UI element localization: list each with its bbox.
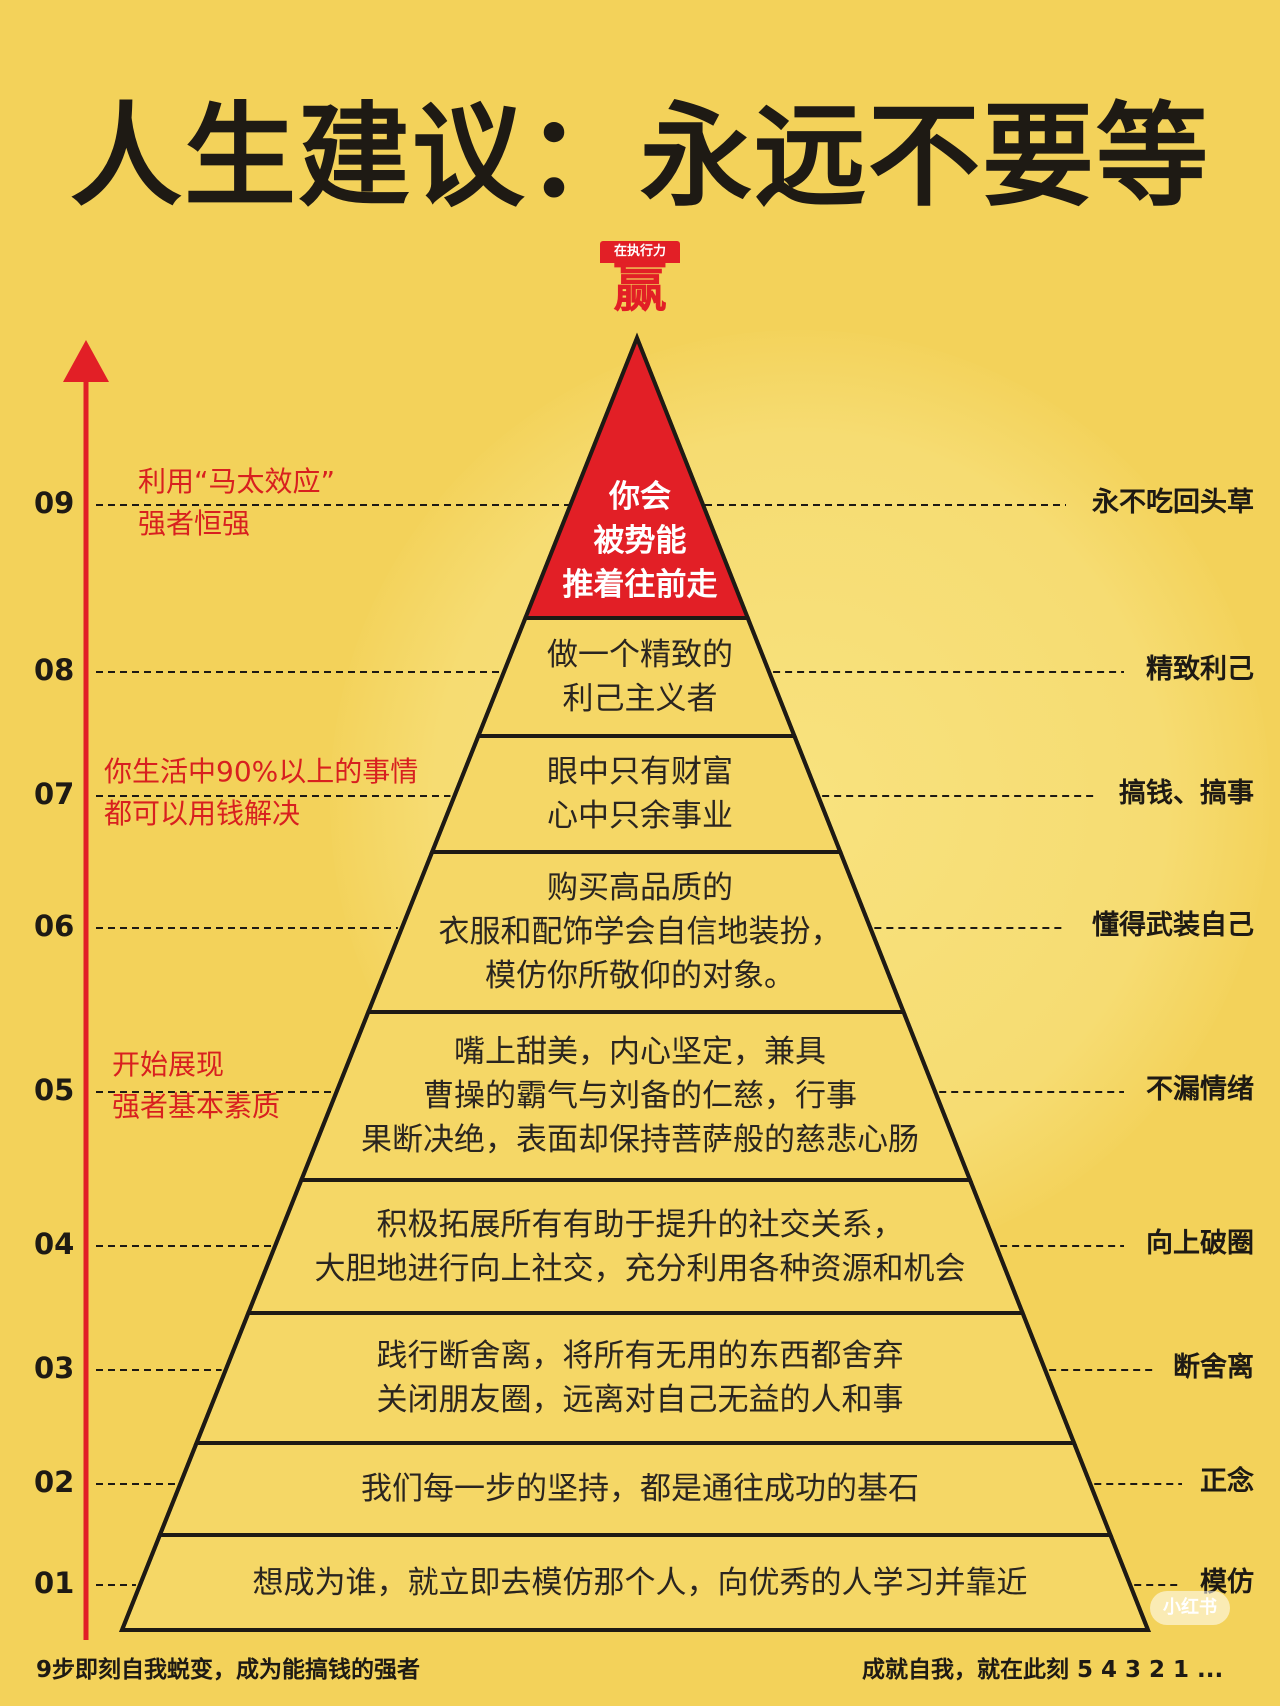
level-label-06: 懂得武装自己 bbox=[1092, 910, 1254, 941]
tier-text-04: 积极拓展所有有助于提升的社交关系， 大胆地进行向上社交，充分利用各种资源和机会 bbox=[0, 1203, 1280, 1291]
level-label-04: 向上破圈 bbox=[1146, 1228, 1254, 1259]
growth-arrow-head bbox=[63, 340, 109, 382]
level-number-08: 08 bbox=[34, 653, 75, 687]
tier-text-line: 心中只余事业 bbox=[547, 798, 733, 834]
level-number-04: 04 bbox=[34, 1227, 75, 1261]
level-label-02: 正念 bbox=[1200, 1466, 1254, 1497]
footer-right: 成就自我，就在此刻 5 4 3 2 1 ... bbox=[862, 1657, 1224, 1683]
note-line: 利用“马太效应” bbox=[138, 465, 336, 498]
tier-text-08: 做一个精致的利己主义者 bbox=[0, 633, 1280, 721]
tier-text-line: 推着往前走 bbox=[562, 567, 718, 603]
tier-text-line: 我们每一步的坚持，都是通往成功的基石 bbox=[361, 1471, 919, 1507]
tier-text-line: 你会 bbox=[609, 479, 671, 515]
tier-text-01: 想成为谁，就立即去模仿那个人，向优秀的人学习并靠近 bbox=[0, 1561, 1280, 1605]
level-label-05: 不漏情绪 bbox=[1146, 1074, 1254, 1105]
level-number-01: 01 bbox=[34, 1566, 75, 1600]
tier-text-05: 嘴上甜美，内心坚定，兼具曹操的霸气与刘备的仁慈，行事果断决绝，表面却保持菩萨般的… bbox=[0, 1030, 1280, 1162]
tier-text-line: 想成为谁，就立即去模仿那个人，向优秀的人学习并靠近 bbox=[252, 1564, 1028, 1601]
watermark-logo: 小红书 bbox=[1150, 1591, 1230, 1625]
note-line: 强者基本素质 bbox=[112, 1090, 281, 1123]
tier-text-line: 眼中只有财富 bbox=[547, 754, 733, 790]
level-number-02: 02 bbox=[34, 1465, 75, 1499]
level-number-09: 09 bbox=[34, 486, 75, 520]
footer-left: 9步即刻自我蜕变，成为能搞钱的强者 bbox=[36, 1657, 421, 1683]
level-number-07: 07 bbox=[34, 777, 75, 811]
badge-top-text: 在执行力 bbox=[600, 241, 680, 263]
note-line: 开始展现 bbox=[112, 1048, 225, 1081]
note-line: 都可以用钱解决 bbox=[104, 797, 301, 830]
tier-text-03: 践行断舍离，将所有无用的东西都舍弃关闭朋友圈，远离对自己无益的人和事 bbox=[0, 1334, 1280, 1422]
tier-text-line: 购买高品质的 bbox=[547, 870, 733, 906]
note-level-09: 利用“马太效应” 强者恒强 bbox=[138, 461, 335, 545]
win-badge: 在执行力 赢 bbox=[600, 241, 680, 319]
level-label-08: 精致利己 bbox=[1146, 654, 1254, 685]
level-label-09: 永不吃回头草 bbox=[1092, 487, 1254, 518]
badge-main-char: 赢 bbox=[613, 256, 667, 319]
tier-text-line: 利己主义者 bbox=[562, 681, 718, 717]
level-number-06: 06 bbox=[34, 909, 75, 943]
tier-text-line: 嘴上甜美，内心坚定，兼具 bbox=[454, 1034, 826, 1070]
tier-text-line: 曹操的霸气与刘备的仁慈，行事 bbox=[423, 1078, 857, 1114]
note-level-05: 开始展现强者基本素质 bbox=[112, 1044, 280, 1128]
tier-text-09: 你会被势能推着往前走 bbox=[0, 475, 1280, 607]
note-line: 你生活中90%以上的事情 bbox=[104, 755, 419, 788]
pyramid-tier-09 bbox=[522, 332, 751, 620]
tier-text-07: 眼中只有财富心中只余事业 bbox=[0, 750, 1280, 838]
level-label-03: 断舍离 bbox=[1173, 1352, 1254, 1383]
tier-text-line: 做一个精致的 bbox=[547, 637, 733, 673]
level-number-05: 05 bbox=[34, 1073, 75, 1107]
tier-text-line: 积极拓展所有有助于提升的社交关系， bbox=[376, 1206, 904, 1243]
tier-text-line: 衣服和配饰学会自信地装扮， bbox=[438, 914, 842, 950]
tier-text-line: 被势能 bbox=[593, 523, 687, 559]
tier-text-line: 践行断舍离，将所有无用的东西都舍弃 bbox=[376, 1338, 904, 1374]
tier-text-line: 模仿你所敬仰的对象。 bbox=[485, 958, 795, 994]
tier-text-06: 购买高品质的衣服和配饰学会自信地装扮， 模仿你所敬仰的对象。 bbox=[0, 866, 1280, 998]
level-label-07: 搞钱、搞事 bbox=[1119, 778, 1254, 809]
tier-text-line: 关闭朋友圈，远离对自己无益的人和事 bbox=[376, 1382, 904, 1418]
level-number-03: 03 bbox=[34, 1351, 75, 1385]
page-title: 人生建议：永远不要等 bbox=[70, 92, 1210, 222]
note-level-07: 你生活中90%以上的事情都可以用钱解决 bbox=[104, 751, 418, 835]
note-line: 强者恒强 bbox=[138, 507, 251, 540]
tier-text-line: 果断决绝，表面却保持菩萨般的慈悲心肠 bbox=[361, 1122, 919, 1158]
tier-text-02: 我们每一步的坚持，都是通往成功的基石 bbox=[0, 1467, 1280, 1511]
tier-text-line: 大胆地进行向上社交，充分利用各种资源和机会 bbox=[314, 1250, 966, 1287]
